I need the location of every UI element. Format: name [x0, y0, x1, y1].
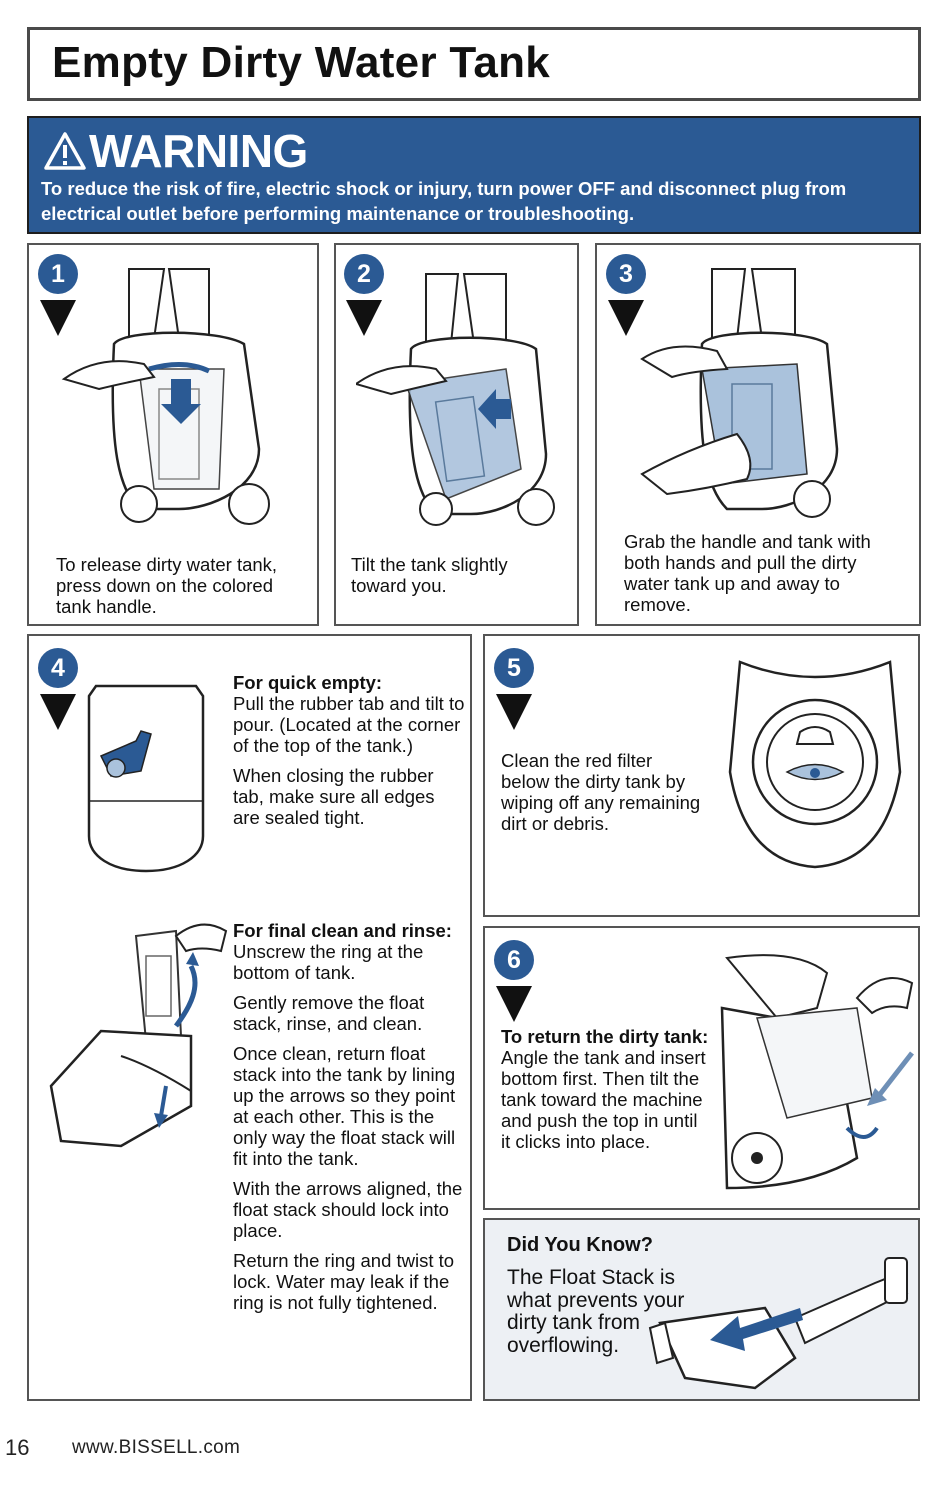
step-6-badge: 6	[494, 940, 534, 1022]
warning-banner: WARNING To reduce the risk of fire, elec…	[27, 116, 921, 234]
step-4-badge: 4	[38, 648, 78, 730]
quick-empty-body: Pull the rubber tab and tilt to pour. (L…	[233, 693, 465, 756]
float-stack-removal-illustration	[49, 923, 228, 1148]
title-box: Empty Dirty Water Tank	[27, 27, 921, 101]
step-5-text: Clean the red filter below the dirty tan…	[501, 750, 701, 834]
step-5-badge: 5	[494, 648, 534, 730]
step-pointer-icon	[496, 986, 532, 1022]
warning-triangle-icon	[44, 132, 86, 170]
step-1-illustration	[61, 268, 270, 525]
return-tank-illustration	[720, 954, 914, 1190]
did-you-know-title: Did You Know?	[507, 1234, 653, 1256]
step-6-text: To return the dirty tank: Angle the tank…	[501, 1026, 711, 1161]
step-number: 6	[494, 940, 534, 980]
step-number: 4	[38, 648, 78, 688]
warning-label: WARNING	[89, 125, 308, 177]
did-you-know-panel: Did You Know? The Float Stack is what pr…	[483, 1218, 920, 1401]
red-filter-illustration	[728, 660, 902, 869]
float-stack-illustration	[648, 1257, 909, 1390]
step-number: 1	[38, 254, 78, 294]
quick-empty-text: For quick empty:Pull the rubber tab and …	[233, 672, 465, 837]
warning-text: To reduce the risk of fire, electric sho…	[41, 178, 847, 224]
did-you-know-text: The Float Stack is what prevents your di…	[507, 1266, 685, 1357]
step-pointer-icon	[40, 694, 76, 730]
step-pointer-icon	[608, 300, 644, 336]
step-1-badge: 1	[38, 254, 78, 336]
step-pointer-icon	[346, 300, 382, 336]
step-number: 5	[494, 648, 534, 688]
final-clean-body: Unscrew the ring at the bottom of tank.	[233, 941, 424, 983]
final-clean-text: For final clean and rinse: Unscrew the r…	[233, 920, 469, 1322]
page-number: 16	[5, 1435, 30, 1460]
arrows-aligned-text: With the arrows aligned, the float stack…	[233, 1178, 463, 1241]
step-3-badge: 3	[606, 254, 646, 336]
tank-quick-empty-illustration	[87, 684, 205, 873]
return-float-text: Once clean, return float stack into the …	[233, 1043, 456, 1169]
step-pointer-icon	[496, 694, 532, 730]
step-2-text: Tilt the tank slightly toward you.	[351, 554, 508, 596]
closing-tab-text: When closing the rubber tab, make sure a…	[233, 765, 435, 828]
step-6-panel: 6 To return the dirty tank: Angle the ta…	[483, 926, 920, 1210]
quick-empty-title: For quick empty:	[233, 672, 383, 693]
step-3-illustration	[640, 268, 839, 518]
step-6-body: Angle the tank and insert bottom first. …	[501, 1047, 706, 1152]
step-4-panel: 4 For quick empty:Pull the rubber tab an…	[27, 634, 472, 1401]
gently-remove-text: Gently remove the float stack, rinse, an…	[233, 992, 425, 1034]
warning-title: WARNING	[43, 124, 308, 178]
step-pointer-icon	[40, 300, 76, 336]
step-3-text: Grab the handle and tank with both hands…	[624, 531, 871, 615]
step-2-badge: 2	[344, 254, 384, 336]
step-6-title: To return the dirty tank:	[501, 1026, 709, 1047]
final-clean-title: For final clean and rinse:	[233, 920, 452, 941]
return-ring-text: Return the ring and twist to lock. Water…	[233, 1250, 455, 1313]
step-2-panel: 2 Tilt the tank slightly toward you.	[334, 243, 579, 626]
step-2-illustration	[356, 273, 555, 526]
step-1-panel: 1 To release dirty water tank, press dow…	[27, 243, 319, 626]
step-number: 3	[606, 254, 646, 294]
footer-url: www.BISSELL.com	[72, 1437, 241, 1458]
step-5-panel: 5 Clean the red filter below the dirty t…	[483, 634, 920, 917]
step-3-panel: 3 Grab the handle and tank with both han…	[595, 243, 921, 626]
step-1-text: To release dirty water tank, press down …	[56, 554, 278, 617]
step-number: 2	[344, 254, 384, 294]
page-title: Empty Dirty Water Tank	[52, 38, 551, 87]
